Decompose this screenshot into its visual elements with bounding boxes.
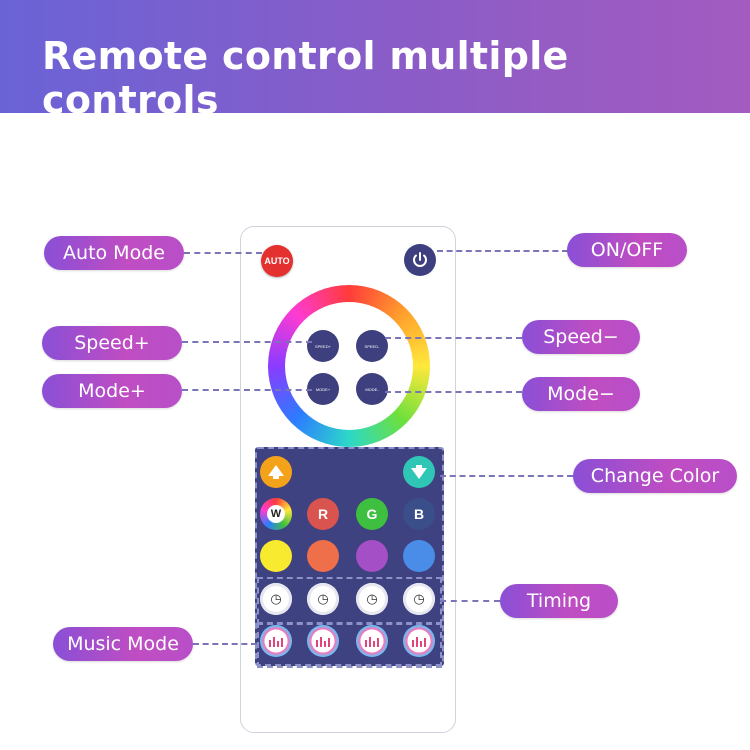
- auto-button[interactable]: AUTO: [261, 245, 293, 277]
- equalizer-icon: [365, 637, 379, 647]
- equalizer-icon: [412, 637, 426, 647]
- music-4-button[interactable]: [403, 625, 435, 657]
- power-icon: [413, 252, 427, 267]
- speed-plus-leader: [182, 341, 312, 343]
- mode-minus-leader: [385, 391, 522, 393]
- green-button[interactable]: G: [356, 498, 388, 530]
- purple-button[interactable]: [356, 540, 388, 572]
- power-button[interactable]: [404, 244, 436, 276]
- music-1-button[interactable]: [260, 625, 292, 657]
- auto-mode-label: Auto Mode: [44, 236, 184, 270]
- mode-minus-label: Mode−: [522, 377, 640, 411]
- speed-minus-leader: [385, 337, 522, 339]
- timer-1h-button[interactable]: ◷: [260, 583, 292, 615]
- clock-icon: ◷: [270, 591, 282, 606]
- mode-plus-leader: [182, 389, 312, 391]
- timer-4h-button[interactable]: ◷: [403, 583, 435, 615]
- speed-plus-label: Speed+: [42, 326, 182, 360]
- music-group: [257, 622, 442, 668]
- music-3-button[interactable]: [356, 625, 388, 657]
- color-down-button[interactable]: [403, 456, 435, 488]
- music-mode-leader: [193, 643, 257, 645]
- white-button[interactable]: W: [260, 498, 292, 530]
- speed-minus-button[interactable]: SPEED-: [356, 330, 388, 362]
- mode-plus-label: Mode+: [42, 374, 182, 408]
- mode-minus-button[interactable]: MODE-: [356, 373, 388, 405]
- auto-mode-leader: [184, 252, 262, 254]
- on-off-label: ON/OFF: [567, 233, 687, 267]
- music-2-button[interactable]: [307, 625, 339, 657]
- timer-3h-button[interactable]: ◷: [356, 583, 388, 615]
- light-blue-button[interactable]: [403, 540, 435, 572]
- on-off-leader: [437, 250, 568, 252]
- timing-label: Timing: [500, 584, 618, 618]
- speed-plus-button[interactable]: SPEED+: [307, 330, 339, 362]
- red-button[interactable]: R: [307, 498, 339, 530]
- mode-plus-button[interactable]: MODE+: [307, 373, 339, 405]
- music-mode-label: Music Mode: [53, 627, 193, 661]
- blue-button[interactable]: B: [403, 498, 435, 530]
- timing-leader: [440, 600, 500, 602]
- clock-icon: ◷: [366, 591, 378, 606]
- change-color-leader: [440, 475, 573, 477]
- speed-minus-label: Speed−: [522, 320, 640, 354]
- clock-icon: ◷: [413, 591, 425, 606]
- page-title: Remote control multiple controls: [42, 34, 569, 122]
- equalizer-icon: [316, 637, 330, 647]
- change-color-label: Change Color: [573, 459, 737, 493]
- down-arrow-icon: [411, 465, 427, 479]
- yellow-button[interactable]: [260, 540, 292, 572]
- clock-icon: ◷: [317, 591, 329, 606]
- equalizer-icon: [269, 637, 283, 647]
- timer-2h-button[interactable]: ◷: [307, 583, 339, 615]
- orange-button[interactable]: [307, 540, 339, 572]
- color-up-button[interactable]: [260, 456, 292, 488]
- header-banner: Remote control multiple controls: [0, 0, 750, 122]
- color-wheel-center: [285, 302, 413, 430]
- up-arrow-icon: [268, 465, 284, 479]
